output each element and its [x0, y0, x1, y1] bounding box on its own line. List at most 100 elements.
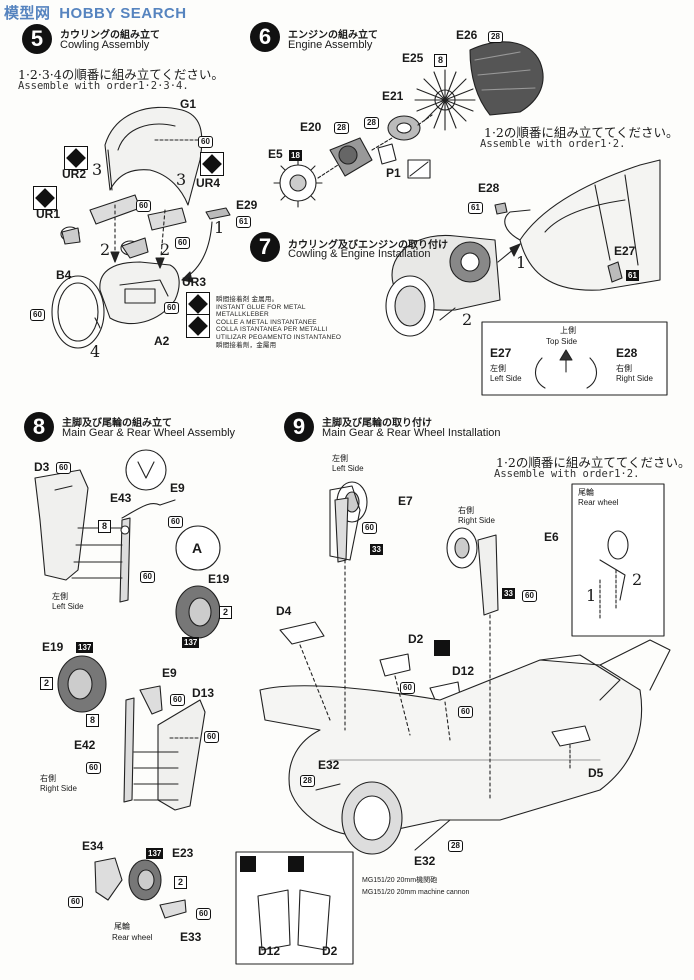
part-label-d2: D2: [408, 632, 424, 646]
part-label-d2-inset: D2: [322, 944, 338, 958]
seamless-marker-icon: [33, 186, 57, 210]
step-7-title-jp: カウリング及びエンジンの取り付け: [288, 240, 448, 251]
paint-code: 28: [334, 122, 349, 134]
paint-code: 60: [170, 694, 185, 706]
order-number: 2: [632, 570, 643, 589]
paint-code: 137: [182, 637, 200, 648]
paint-code: 2: [219, 606, 232, 619]
step-8-title-jp: 主脚及び尾輪の組み立て: [62, 418, 172, 429]
paint-code: 33: [502, 588, 515, 599]
orientation-left-part: E27: [490, 346, 512, 360]
part-label-d13: D13: [192, 686, 215, 700]
paint-code: 28: [448, 840, 463, 852]
rear-wheel-en: Rear wheel: [112, 933, 153, 942]
paint-code: 8: [86, 714, 99, 727]
callout-a: A: [192, 540, 203, 556]
orientation-top: 上側: [560, 326, 576, 335]
paint-code: 60: [400, 682, 415, 694]
part-label-e26: E26: [456, 28, 478, 42]
part-label-d4: D4: [276, 604, 292, 618]
paint-brush-icon: [434, 640, 450, 656]
part-label-e9: E9: [170, 481, 185, 495]
paint-code: 60: [68, 896, 83, 908]
orientation-right-en: Right Side: [616, 374, 653, 383]
paint-code: 28: [488, 31, 503, 43]
part-label-e28: E28: [478, 181, 500, 195]
part-label-e7: E7: [398, 494, 413, 508]
right-side-jp: 右側: [40, 774, 56, 783]
step-6-number: 6: [250, 22, 280, 52]
part-label-e21: E21: [382, 89, 404, 103]
part-label-e19-b: E19: [42, 640, 64, 654]
orientation-left-jp: 左側: [490, 364, 506, 373]
step-6-title-en: Engine Assembly: [288, 39, 373, 51]
left-side-jp: 左側: [332, 454, 348, 463]
step-6-note-jp: 1·2の順番に組み立ててください。: [484, 125, 679, 140]
part-label-d3: D3: [34, 460, 50, 474]
right-side-en: Right Side: [40, 784, 77, 793]
part-label-ur4: UR4: [196, 176, 221, 190]
part-label-e32: E32: [318, 758, 340, 772]
step-8-number: 8: [24, 412, 54, 442]
paint-code: 61: [236, 216, 251, 228]
seamless-marker-icon: [200, 152, 224, 176]
left-side-jp: 左側: [52, 592, 68, 601]
part-label-b4: B4: [56, 268, 72, 282]
paint-code: 2: [40, 677, 53, 690]
right-side-en: Right Side: [458, 516, 495, 525]
part-label-e23: E23: [172, 846, 194, 860]
paint-code: 60: [140, 571, 155, 583]
step-9-note-jp: 1·2の順番に組み立ててください。: [496, 455, 691, 470]
left-side-en: Left Side: [52, 602, 84, 611]
rear-wheel-en: Rear wheel: [578, 498, 619, 507]
paint-code: 60: [196, 908, 211, 920]
part-label-e9-b: E9: [162, 666, 177, 680]
paint-code: 18: [289, 150, 302, 161]
paint-code: 60: [458, 706, 473, 718]
paint-code: 137: [76, 642, 94, 653]
part-label-g1: G1: [180, 97, 197, 111]
part-label-e29: E29: [236, 198, 258, 212]
step-7-number: 7: [250, 232, 280, 262]
mg-note-jp: MG151/20 20mm機関砲: [362, 877, 438, 884]
order-number: 2: [160, 240, 171, 259]
paint-brush-icon: [240, 856, 256, 872]
paint-code: 61: [626, 270, 639, 281]
paint-code: 60: [164, 302, 179, 314]
paint-code: 28: [300, 775, 315, 787]
part-label-e19: E19: [208, 572, 230, 586]
part-label-p1: P1: [386, 166, 401, 180]
right-side-jp: 右側: [458, 506, 474, 515]
order-number: 4: [90, 342, 101, 361]
paint-code: 2: [174, 876, 187, 889]
orientation-left-en: Left Side: [490, 374, 522, 383]
paint-code: 8: [434, 54, 447, 67]
order-number: 1: [214, 218, 225, 237]
order-number: 1: [516, 253, 527, 272]
paint-code: 60: [56, 462, 71, 474]
watermark-logo: 模型网 HOBBY SEARCH: [4, 2, 187, 23]
part-label-d5: D5: [588, 766, 604, 780]
part-label-ur1: UR1: [36, 207, 61, 221]
step-7-title-en: Cowling & Engine Installation: [288, 248, 431, 260]
step-9-number: 9: [284, 412, 314, 442]
orientation-top-en: Top Side: [546, 337, 578, 346]
step-5-number: 5: [22, 24, 52, 54]
part-label-e6: E6: [544, 530, 559, 544]
step-6-note-en: Assemble with order1·2.: [480, 138, 626, 150]
paint-code: 60: [136, 200, 151, 212]
order-number: 2: [462, 310, 473, 329]
glue-note: 瞬間接着剤 金属用。 INSTANT GLUE FOR METAL METALL…: [216, 296, 342, 349]
paint-code: 60: [175, 237, 190, 249]
order-number: 2: [100, 240, 111, 259]
rear-wheel-jp: 尾輪: [578, 488, 594, 497]
orientation-right-jp: 右側: [616, 364, 632, 373]
paint-code: 33: [370, 544, 383, 555]
step-5-title-jp: カウリングの組み立て: [60, 30, 160, 41]
paint-code: 60: [522, 590, 537, 602]
paint-code: 60: [362, 522, 377, 534]
part-label-d12-inset: D12: [258, 944, 281, 958]
step-5-title-en: Cowling Assembly: [60, 39, 150, 51]
seamless-marker-icon: [186, 314, 210, 338]
orientation-right-part: E28: [616, 346, 638, 360]
